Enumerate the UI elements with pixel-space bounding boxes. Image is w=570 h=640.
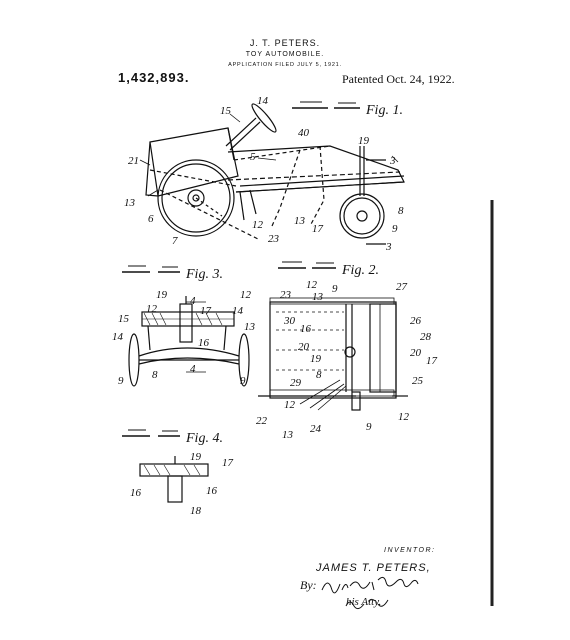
- fig4-label-16b: 16: [206, 485, 218, 497]
- fig3-label-12a: 12: [146, 303, 158, 315]
- fig3-caption-graphic: [122, 265, 180, 273]
- fig3-label-19: 19: [156, 289, 168, 301]
- fig4-label-18: 18: [190, 505, 202, 517]
- attorney-signature: [321, 576, 419, 610]
- fig1-label-7: 7: [172, 235, 178, 247]
- fig2-label-17: 17: [426, 355, 438, 367]
- patent-number: 1,432,893.: [118, 70, 190, 85]
- fig4-caption: Fig. 4.: [185, 431, 223, 446]
- fig1-label-13a: 13: [124, 197, 136, 209]
- fig1-label-17: 17: [312, 223, 324, 235]
- fig2-label-13b: 13: [282, 429, 294, 441]
- application-filed: APPLICATION FILED JULY 5, 1921.: [228, 62, 342, 68]
- fig3-label-12b: 12: [240, 289, 252, 301]
- fig2-label-12a: 12: [306, 279, 318, 291]
- fig2-label-13a: 13: [312, 291, 324, 303]
- fig2-label-23: 23: [280, 289, 292, 301]
- fig3-label-15: 15: [118, 313, 130, 325]
- fig2-label-8: 8: [316, 369, 322, 381]
- by-label: By:: [300, 578, 317, 592]
- fig1-drawing: Fig. 1.: [124, 95, 405, 253]
- patent-title: TOY AUTOMOBILE.: [245, 51, 325, 58]
- inventor-header: J. T. PETERS.: [249, 38, 321, 48]
- fig1-label-40: 40: [298, 127, 310, 139]
- fig2-label-29: 29: [290, 377, 302, 389]
- fig3-drawing: Fig. 3. 19 4 12 15 12 17 14 13 14 16 9 8…: [112, 265, 256, 387]
- fig1-caption-graphic: [292, 101, 360, 109]
- fig1-label-19: 19: [358, 135, 370, 147]
- inventor-signature-name: JAMES T. PETERS,: [316, 562, 431, 574]
- fig1-label-21: 21: [128, 155, 139, 167]
- fig1-label-14: 14: [257, 95, 269, 107]
- fig2-label-19: 19: [310, 353, 322, 365]
- fig2-label-22: 22: [256, 415, 268, 427]
- fig2-label-20a: 20: [298, 341, 310, 353]
- fig1-label-5: 5: [250, 151, 256, 163]
- fig3-label-9a: 9: [118, 375, 124, 387]
- fig1-label-23: 23: [268, 233, 280, 245]
- fig4-caption-graphic: [122, 429, 180, 437]
- fig1-label-8: 8: [398, 205, 404, 217]
- fig1-label-12: 12: [252, 219, 264, 231]
- fig2-label-24: 24: [310, 423, 322, 435]
- fig2-label-12b: 12: [284, 399, 296, 411]
- fig2-label-9a: 9: [332, 283, 338, 295]
- fig2-label-16: 16: [300, 323, 312, 335]
- fig3-label-13: 13: [244, 321, 256, 333]
- fig2-label-20b: 20: [410, 347, 422, 359]
- fig3-label-14b: 14: [112, 331, 124, 343]
- fig3-label-14a: 14: [232, 305, 244, 317]
- fig3-label-4b: 4: [190, 363, 196, 375]
- patent-date: Patented Oct. 24, 1922.: [342, 72, 455, 86]
- fig2-caption: Fig. 2.: [341, 263, 379, 278]
- fig3-label-17: 17: [200, 305, 212, 317]
- fig2-label-30: 30: [283, 315, 296, 327]
- fig3-label-16: 16: [198, 337, 210, 349]
- fig3-label-8: 8: [152, 369, 158, 381]
- fig1-label-9: 9: [392, 223, 398, 235]
- fig2-label-28: 28: [420, 331, 432, 343]
- fig2-label-12c: 12: [398, 411, 410, 423]
- attorney-name: Allen S. Runge,: [366, 596, 422, 606]
- fig1-label-15: 15: [220, 105, 232, 117]
- fig1-label-3b: 3: [385, 241, 392, 253]
- fig3-caption: Fig. 3.: [185, 267, 223, 282]
- fig1-label-6: 6: [148, 213, 154, 225]
- fig3-label-9b: 9: [240, 375, 246, 387]
- fig1-label-13b: 13: [294, 215, 306, 227]
- fig4-drawing: Fig. 4. 19 17 16 16 18: [122, 429, 234, 517]
- fig1-label-3a: 3: [389, 155, 396, 167]
- fig2-label-27: 27: [396, 281, 408, 293]
- fig4-label-16a: 16: [130, 487, 142, 499]
- fig2-drawing: Fig. 2. 12 9 27 23 13 26 30 16 28 20 20 …: [256, 261, 438, 441]
- fig4-label-17: 17: [222, 457, 234, 469]
- fig3-label-4a: 4: [190, 295, 196, 307]
- fig4-label-19: 19: [190, 451, 202, 463]
- inventor-heading: INVENTOR:: [384, 547, 436, 554]
- fig1-caption: Fig. 1.: [365, 103, 403, 118]
- attorney-note: his Atty.: [346, 596, 382, 608]
- fig2-caption-graphic: [278, 261, 336, 269]
- fig2-label-9b: 9: [366, 421, 372, 433]
- fig2-label-26: 26: [410, 315, 422, 327]
- fig2-label-25: 25: [412, 375, 424, 387]
